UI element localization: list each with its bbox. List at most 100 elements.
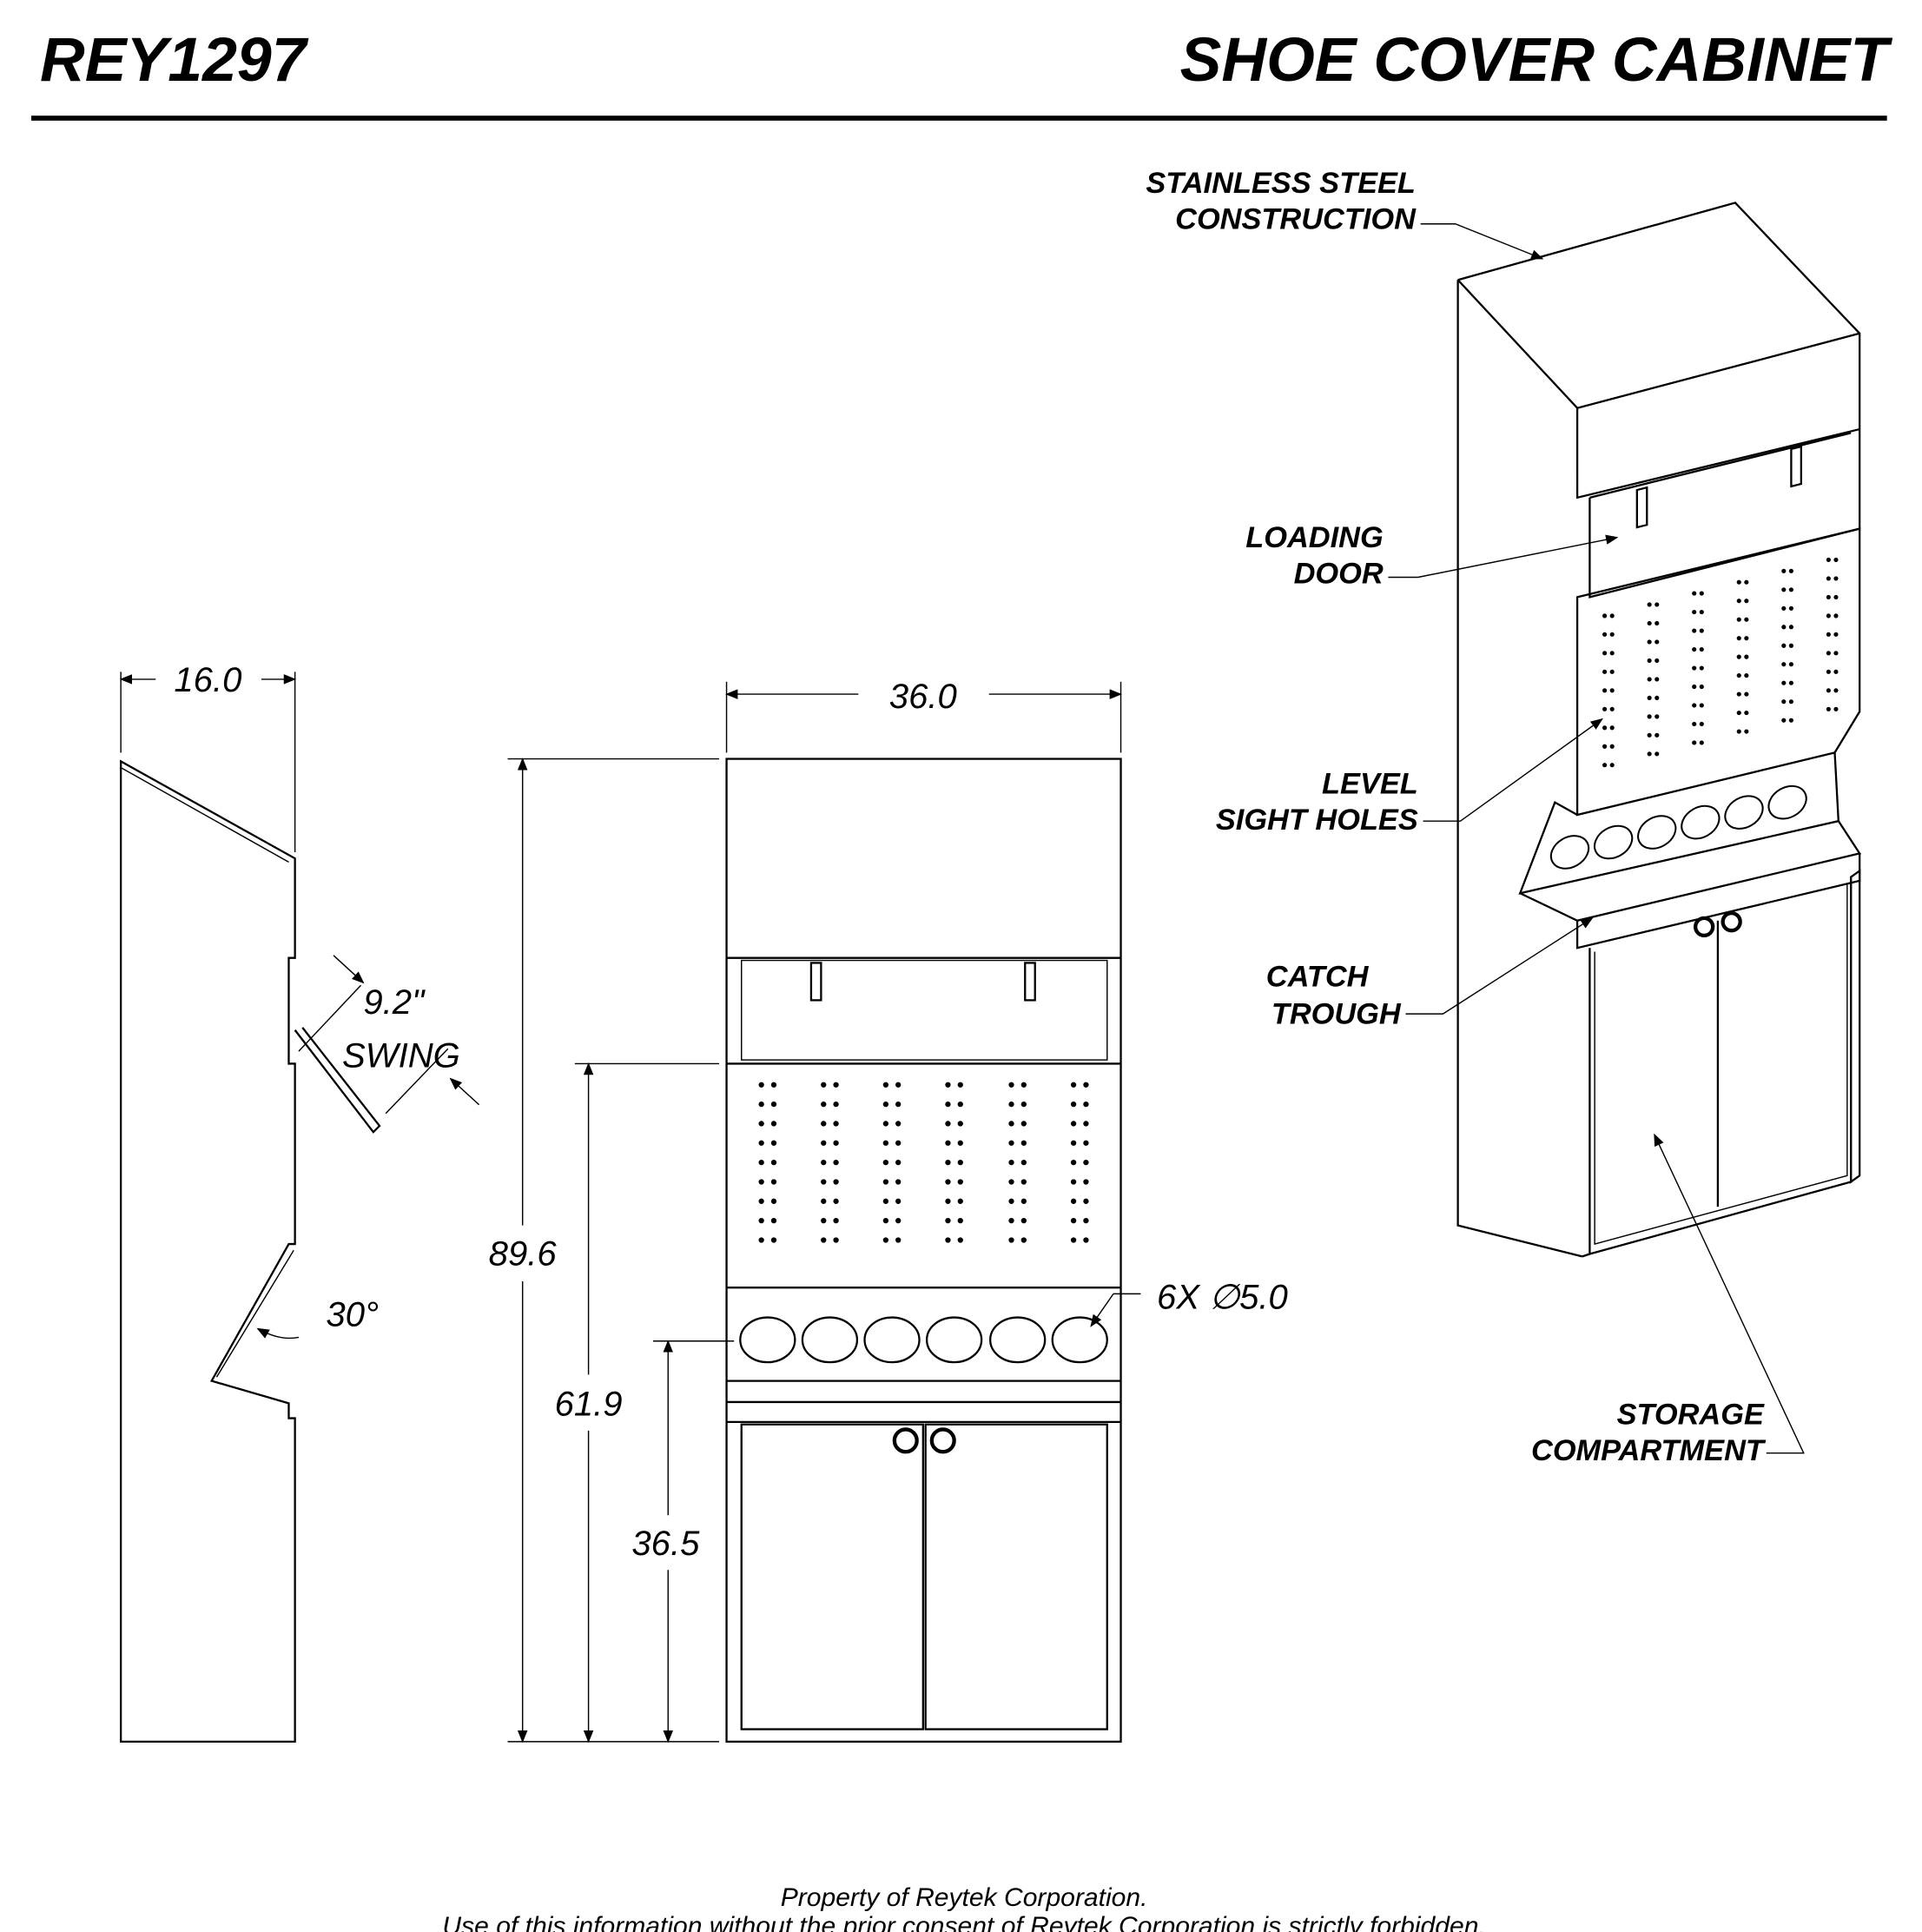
knob-icon (929, 1427, 956, 1454)
sight-hole (833, 1237, 839, 1243)
sight-hole (1788, 699, 1793, 705)
sight-hole (1083, 1082, 1089, 1088)
sight-hole (821, 1082, 827, 1088)
sight-hole (945, 1198, 951, 1204)
sight-hole (1020, 1159, 1027, 1166)
sight-hole (1008, 1101, 1014, 1108)
sight-hole (833, 1121, 839, 1127)
sight-hole (758, 1159, 764, 1166)
sight-hole (1692, 740, 1697, 745)
sight-hole (1744, 673, 1749, 678)
sight-hole (1736, 636, 1741, 641)
sight-hole (1609, 744, 1615, 749)
sight-hole (1008, 1082, 1014, 1088)
sight-hole (1699, 591, 1704, 596)
level-sight-holes (758, 1082, 1089, 1243)
sight-hole (1655, 677, 1660, 682)
sight-hole (1655, 714, 1660, 719)
sight-hole (1647, 677, 1652, 682)
sight-hole (1692, 703, 1697, 708)
sight-hole (1692, 721, 1697, 727)
sight-hole (895, 1140, 902, 1146)
cover-hole (1637, 815, 1677, 850)
sight-hole (1826, 669, 1831, 674)
sight-hole (770, 1121, 777, 1127)
sight-hole (1647, 695, 1652, 700)
sight-hole (882, 1121, 889, 1127)
storage-door-right (924, 1423, 1108, 1730)
sight-hole (1788, 625, 1793, 630)
sight-hole (1609, 651, 1615, 656)
sight-hole (1833, 706, 1839, 711)
height-low-dimension: 36.5 (631, 1525, 700, 1563)
sight-hole (821, 1237, 827, 1243)
sight-hole (895, 1121, 902, 1127)
callout-stainless-1: STAINLESS STEEL (1146, 167, 1416, 200)
sight-hole (1083, 1179, 1089, 1185)
sight-hole (945, 1179, 951, 1185)
sight-hole (945, 1082, 951, 1088)
sight-hole (1083, 1159, 1089, 1166)
sight-hole (770, 1198, 777, 1204)
sight-hole (1744, 636, 1749, 641)
sight-hole (1008, 1217, 1014, 1224)
door-latch-icon (1024, 962, 1036, 1002)
sight-hole (895, 1101, 902, 1108)
sight-hole (1609, 688, 1615, 693)
sight-hole (821, 1217, 827, 1224)
sight-hole (770, 1101, 777, 1108)
sight-hole (882, 1159, 889, 1166)
sight-hole (1602, 763, 1608, 768)
sight-hole (945, 1159, 951, 1166)
sight-hole (821, 1159, 827, 1166)
sight-hole (1744, 579, 1749, 585)
sight-hole (1020, 1082, 1027, 1088)
sight-hole (895, 1217, 902, 1224)
sight-hole (1699, 646, 1704, 652)
sight-hole (1070, 1179, 1077, 1185)
sight-hole (1070, 1198, 1077, 1204)
cover-holes (739, 1316, 1108, 1364)
sight-hole (770, 1140, 777, 1146)
cover-hole (925, 1316, 983, 1364)
sight-hole (758, 1101, 764, 1108)
sight-hole (1826, 688, 1831, 693)
sight-hole (1744, 691, 1749, 697)
sight-hole (1781, 568, 1787, 573)
sight-hole (1736, 729, 1741, 734)
height-mid-dimension: 61.9 (555, 1386, 623, 1424)
sight-hole (945, 1140, 951, 1146)
angle-dimension: 30° (326, 1296, 379, 1334)
sight-hole (1826, 706, 1831, 711)
sight-hole (882, 1082, 889, 1088)
sight-hole (833, 1179, 839, 1185)
sight-hole (895, 1198, 902, 1204)
sight-hole (1781, 699, 1787, 705)
sight-hole (895, 1082, 902, 1088)
cover-hole (801, 1316, 859, 1364)
sight-hole (1699, 609, 1704, 615)
sight-hole (1826, 632, 1831, 637)
sight-hole (1083, 1237, 1089, 1243)
callout-loading-1: LOADING (1245, 521, 1383, 554)
sight-hole (1083, 1101, 1089, 1108)
sight-hole (1070, 1082, 1077, 1088)
sight-hole (957, 1082, 963, 1088)
sight-hole (833, 1198, 839, 1204)
sight-hole (882, 1237, 889, 1243)
sight-hole (882, 1140, 889, 1146)
sight-hole (1833, 613, 1839, 619)
sight-hole (1744, 617, 1749, 622)
sight-hole (833, 1082, 839, 1088)
sight-hole (957, 1101, 963, 1108)
cover-hole (1051, 1316, 1108, 1364)
sight-hole (1609, 613, 1615, 619)
sight-hole (1826, 651, 1831, 656)
sight-hole (1602, 632, 1608, 637)
storage-door-left (740, 1423, 924, 1730)
sight-hole (758, 1082, 764, 1088)
sight-hole (1699, 684, 1704, 690)
sight-hole (1833, 557, 1839, 563)
sight-hole (821, 1198, 827, 1204)
